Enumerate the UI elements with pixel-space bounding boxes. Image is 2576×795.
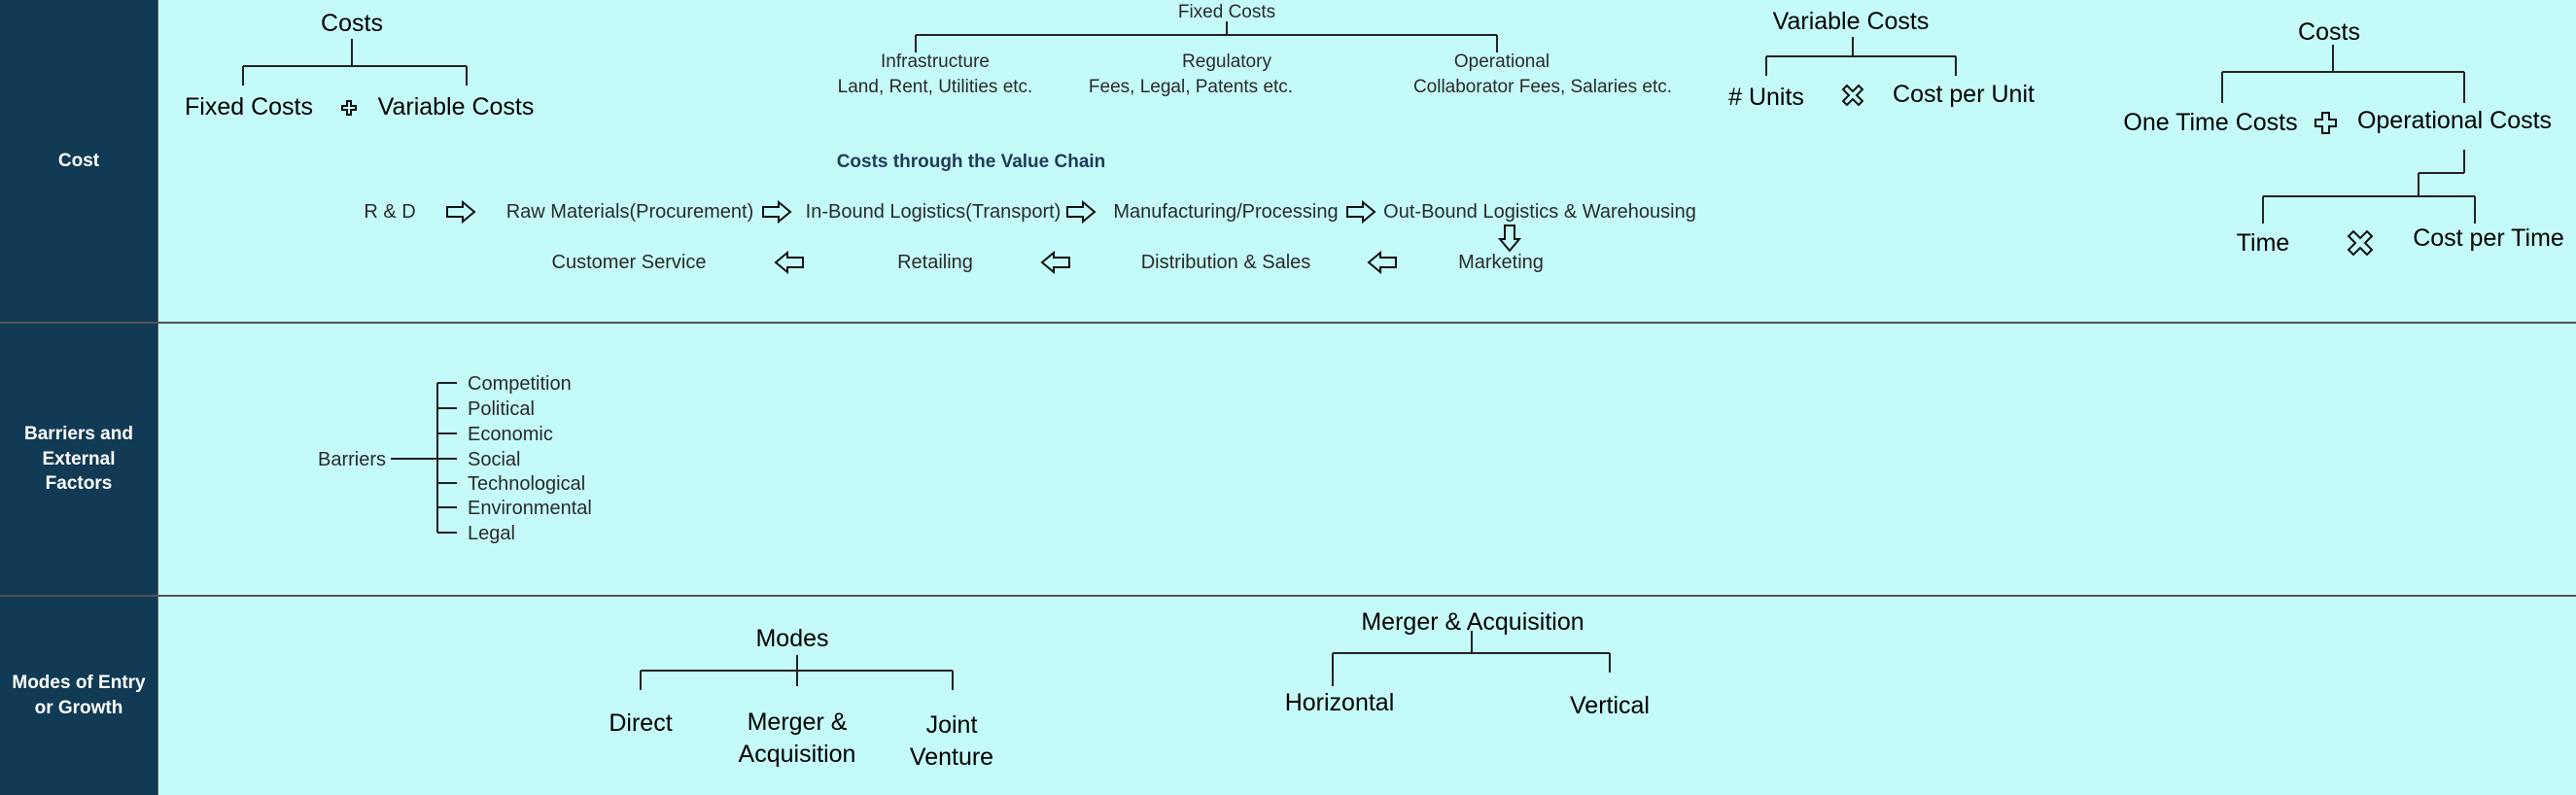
arrow-left-icon <box>1367 250 1397 275</box>
units-node: # Units <box>1728 84 1804 111</box>
variable-costs-root: Variable Costs <box>1772 8 1930 35</box>
value-chain-step: Distribution & Sales <box>1140 252 1311 273</box>
row-label-modes: Modes of Entry or Growth <box>0 597 158 795</box>
barrier-item: Legal <box>468 523 515 544</box>
fixed-branch-detail: Fees, Legal, Patents etc. <box>1088 77 1294 97</box>
mode-joint-venture: Joint Venture <box>909 711 994 771</box>
variable-costs-node: Variable Costs <box>377 93 535 121</box>
costs-root-2: Costs <box>2298 18 2360 46</box>
value-chain-step: Manufacturing/Processing <box>1113 201 1339 223</box>
costs-root: Costs <box>321 10 383 37</box>
multiply-icon <box>1841 84 1864 107</box>
barriers-root: Barriers <box>318 449 387 470</box>
value-chain-step: Marketing <box>1458 252 1544 273</box>
ma-vertical: Vertical <box>1570 692 1650 719</box>
barrier-item: Social <box>468 449 521 470</box>
fixed-branch-title: Operational <box>1453 52 1550 72</box>
time-node: Time <box>2236 229 2290 257</box>
barrier-item: Technological <box>468 473 586 495</box>
plus-icon <box>341 100 357 116</box>
mode-merger-acquisition: Merger & Acquisition <box>738 709 856 768</box>
modes-root: Modes <box>755 625 829 652</box>
multiply-icon <box>2347 229 2374 257</box>
fixed-costs-root: Fixed Costs <box>1177 2 1276 22</box>
fixed-branch-detail: Land, Rent, Utilities etc. <box>837 77 1033 97</box>
arrow-left-icon <box>774 250 804 275</box>
row-divider <box>0 595 2576 597</box>
row-divider <box>0 322 2576 324</box>
ma-horizontal: Horizontal <box>1284 689 1395 716</box>
fixed-branch-title: Infrastructure <box>881 52 990 72</box>
value-chain-step: Raw Materials(Procurement) <box>505 201 754 223</box>
value-chain-step: Retailing <box>897 252 973 273</box>
barrier-item: Environmental <box>468 498 592 519</box>
fixed-branch-detail: Collaborator Fees, Salaries etc. <box>1412 77 1673 97</box>
fixed-branch-title: Regulatory <box>1182 52 1271 72</box>
value-chain-step: Out-Bound Logistics & Warehousing <box>1383 201 1696 223</box>
ma-root: Merger & Acquisition <box>1361 608 1584 636</box>
value-chain-step: Customer Service <box>551 252 707 273</box>
arrow-right-icon <box>762 199 792 225</box>
value-chain-step: In-Bound Logistics(Transport) <box>805 201 1062 223</box>
barrier-item: Competition <box>468 373 572 395</box>
barrier-item: Economic <box>468 424 553 445</box>
operational-costs-node: Operational Costs <box>2356 107 2553 134</box>
arrow-right-icon <box>446 199 476 225</box>
arrow-right-icon <box>1346 199 1376 225</box>
plus-icon <box>2315 112 2337 134</box>
arrow-left-icon <box>1040 250 1070 275</box>
row-label-cost: Cost <box>0 0 158 322</box>
cost-per-time-node: Cost per Time <box>2413 225 2564 252</box>
value-chain-step: R & D <box>364 201 416 223</box>
one-time-costs-node: One Time Costs <box>2123 109 2298 136</box>
value-chain-title: Costs through the Value Chain <box>836 152 1106 172</box>
arrow-down-icon <box>1497 225 1522 253</box>
row-label-barriers: Barriers and External Factors <box>0 324 158 595</box>
cost-per-unit-node: Cost per Unit <box>1893 81 2035 108</box>
arrow-right-icon <box>1066 199 1097 225</box>
fixed-costs-node: Fixed Costs <box>185 93 313 121</box>
barrier-item: Political <box>468 398 535 420</box>
mode-direct: Direct <box>609 709 673 737</box>
